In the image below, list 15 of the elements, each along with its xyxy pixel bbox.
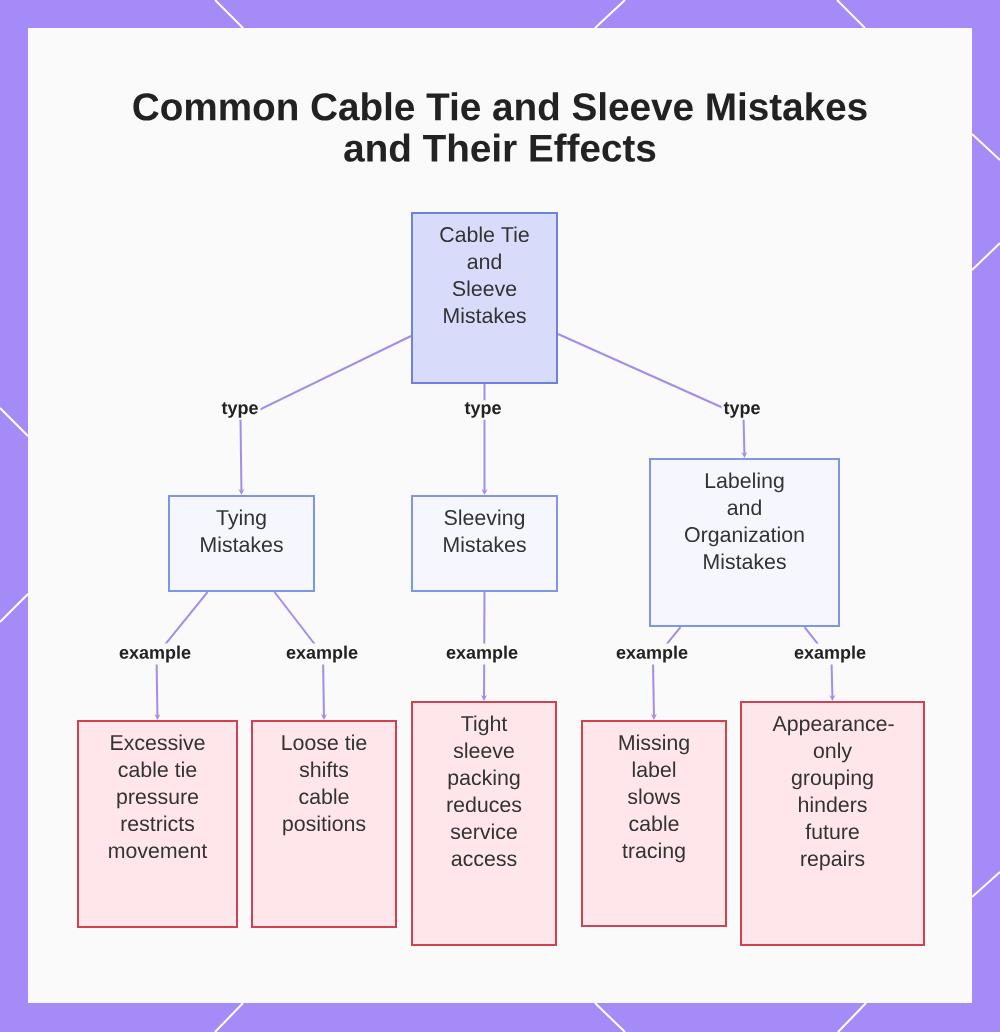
category-box: Tying Mistakes — [168, 495, 315, 592]
category-box: Labeling and Organization Mistakes — [649, 458, 840, 627]
arrow — [273, 591, 327, 720]
category-box: Sleeving Mistakes — [411, 495, 558, 592]
edge-label: type — [219, 400, 261, 420]
example-box: Loose tie shifts cable positions — [251, 720, 397, 928]
example-box: Appearance-only grouping hinders future repairs — [740, 701, 925, 946]
example-box: Missing label slows cable tracing — [581, 720, 727, 927]
edge-label: type — [721, 400, 763, 420]
arrow — [557, 333, 748, 458]
example-box: Tight sleeve packing reduces service access — [411, 701, 557, 946]
root-box: Cable Tie and Sleeve Mistakes — [411, 212, 558, 384]
example-box: Excessive cable tie pressure restricts movement — [77, 720, 238, 928]
title: Common Cable Tie and Sleeve Mistakes and Their Effects — [133, 92, 867, 162]
edge-label: type — [462, 400, 504, 420]
